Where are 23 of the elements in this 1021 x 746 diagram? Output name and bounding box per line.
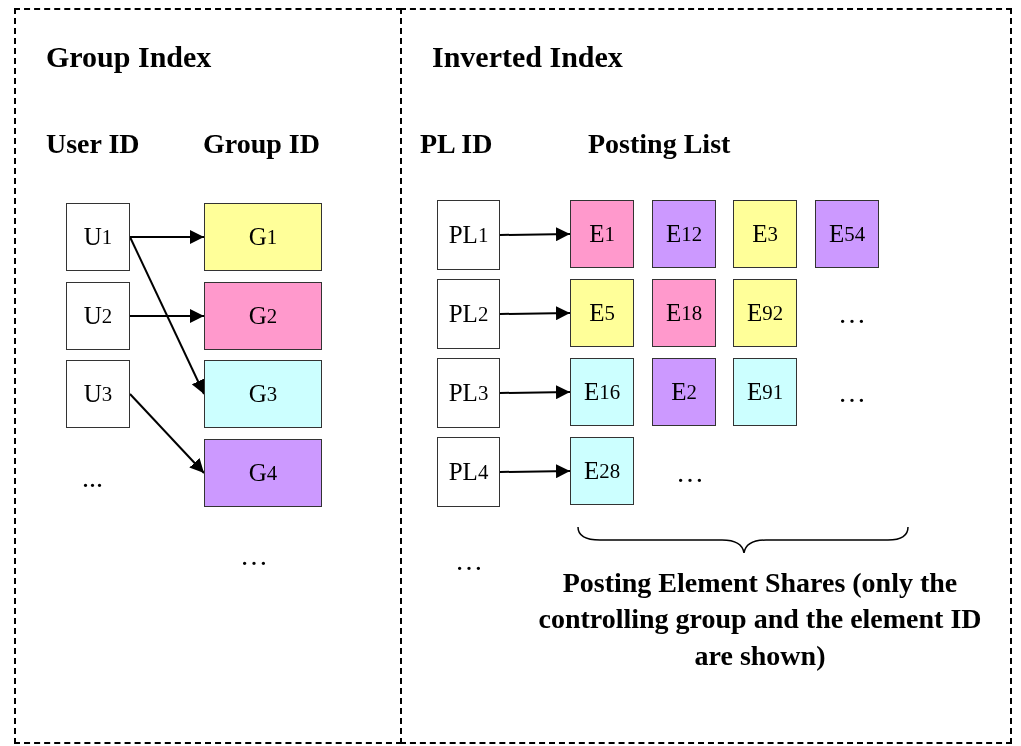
ellipsis: … [838, 298, 866, 330]
arrow [499, 385, 571, 400]
column-heading: PL ID [420, 128, 493, 160]
arrow [129, 230, 205, 244]
dashed-panel [14, 8, 402, 744]
ellipsis: ... [82, 462, 103, 494]
ellipsis: … [240, 540, 268, 572]
arrow [129, 309, 205, 323]
arrow [129, 236, 205, 395]
column-heading: Posting List [588, 128, 731, 160]
column-heading: Group ID [203, 128, 320, 160]
dashed-panel [400, 8, 1012, 744]
panel-heading: Group Index [46, 40, 212, 74]
arrow [129, 393, 205, 474]
ellipsis: … [455, 545, 483, 577]
arrow [499, 464, 571, 479]
caption: Posting Element Shares (only the controlling group and the element ID are shown) [537, 566, 983, 673]
panel-heading: Inverted Index [432, 40, 623, 74]
ellipsis: … [838, 377, 866, 409]
ellipsis: … [676, 457, 704, 489]
arrow [499, 306, 571, 321]
column-heading: User ID [46, 128, 140, 160]
arrow [499, 227, 571, 242]
